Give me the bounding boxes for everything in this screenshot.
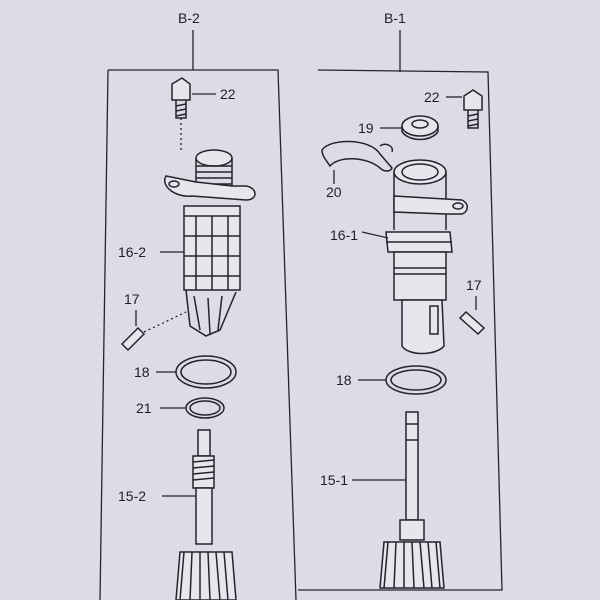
panel-label-b1: B-1 xyxy=(384,10,406,26)
seal-19 xyxy=(401,115,439,141)
frame-b2 xyxy=(99,69,297,600)
sleeve-16-2 xyxy=(163,149,256,337)
callout-17-right: 17 xyxy=(466,277,482,293)
callout-19: 19 xyxy=(358,120,374,136)
callout-15-1: 15-1 xyxy=(320,472,348,488)
shaft-15-1 xyxy=(379,411,445,589)
sleeve-16-1 xyxy=(385,159,468,355)
callout-22-right: 22 xyxy=(424,89,440,105)
oring-21 xyxy=(185,397,225,419)
oring-18-right xyxy=(385,365,447,395)
pin-17-left xyxy=(120,326,146,352)
callout-15-2: 15-2 xyxy=(118,488,146,504)
shaft-15-2 xyxy=(175,429,237,600)
oring-18-left xyxy=(175,355,237,389)
bolt-22-right xyxy=(463,89,483,129)
pin-17-right xyxy=(458,310,486,336)
callout-16-1: 16-1 xyxy=(330,227,358,243)
clip-20 xyxy=(321,140,394,172)
frame-b1 xyxy=(298,69,503,591)
callout-22-left: 22 xyxy=(220,86,236,102)
bolt-22-left xyxy=(171,77,191,119)
panel-label-b2: B-2 xyxy=(178,10,200,26)
callout-18-right: 18 xyxy=(336,372,352,388)
callout-18-left: 18 xyxy=(134,364,150,380)
callout-17-left: 17 xyxy=(124,291,140,307)
callout-21: 21 xyxy=(136,400,152,416)
callout-20: 20 xyxy=(326,184,342,200)
callout-16-2: 16-2 xyxy=(118,244,146,260)
